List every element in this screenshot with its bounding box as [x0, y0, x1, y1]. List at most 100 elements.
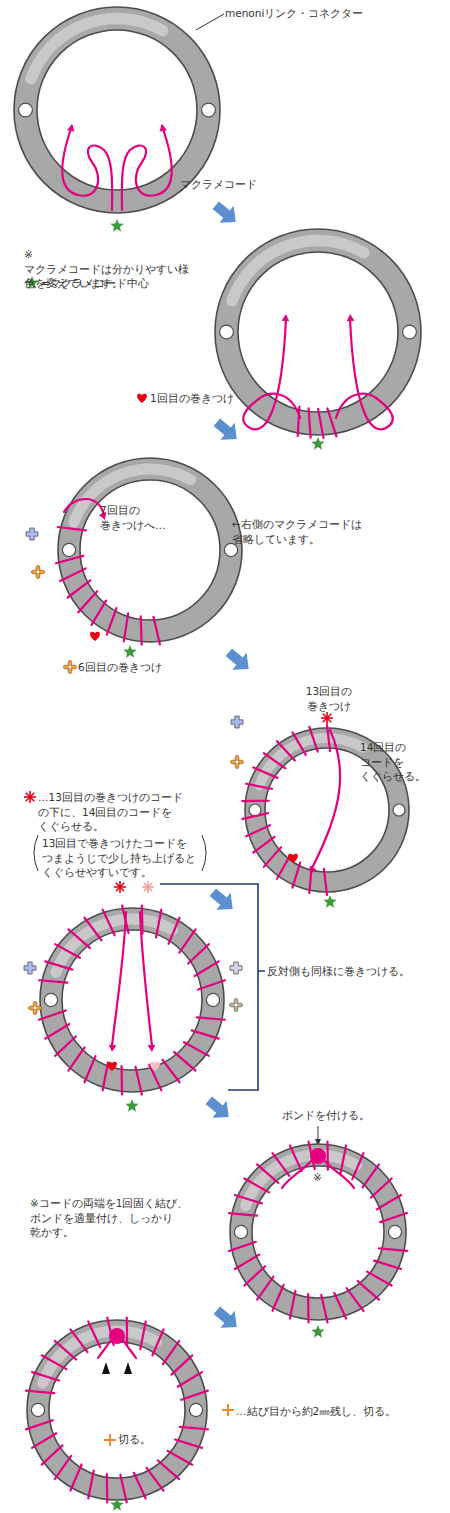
- ring-hole: [44, 993, 57, 1006]
- cord-wrap: [85, 1056, 96, 1082]
- cord-wrap: [195, 961, 219, 976]
- asterisk-mark: [26, 793, 34, 801]
- leader-line: [196, 14, 224, 30]
- heart-mark: [107, 1062, 117, 1071]
- connector-ring: [230, 1144, 406, 1320]
- cord-wrap: [71, 1465, 82, 1491]
- heart-mark: [137, 394, 147, 403]
- cord-wrap: [174, 1052, 195, 1071]
- ring-hole: [403, 325, 417, 339]
- step-arrow: [213, 201, 236, 222]
- ring-hole: [62, 543, 75, 556]
- ring-highlight: [31, 19, 163, 79]
- cord-wrap: [371, 1179, 392, 1198]
- macrame-cord: [336, 318, 393, 429]
- callout-mark: ※: [313, 1170, 322, 1185]
- arrowhead: [309, 866, 316, 874]
- cord-wrap: [55, 944, 80, 958]
- flower-center: [236, 761, 239, 764]
- asterisk-mark: [116, 883, 124, 891]
- cord-wrap: [180, 1427, 208, 1430]
- cord-wrap: [88, 1471, 93, 1499]
- step-arrow: [226, 648, 249, 669]
- cord-wrap: [56, 556, 83, 563]
- cord-wrap: [341, 1145, 347, 1173]
- cord-wrap: [55, 1341, 76, 1360]
- cord-wrap: [253, 768, 277, 778]
- cord-wrap: [229, 1242, 256, 1251]
- part-name: menoniリンク・コネクター: [225, 6, 363, 21]
- cord-wrap: [26, 1391, 54, 1394]
- center-star: [125, 1099, 138, 1112]
- cord-wrap: [156, 910, 161, 938]
- center-star: [311, 1325, 324, 1338]
- ring-hole: [202, 103, 216, 117]
- cord-wrap: [39, 1010, 66, 1019]
- cord-wrap: [367, 1272, 392, 1286]
- connector-ring: [58, 458, 242, 642]
- cord-wrap: [246, 784, 272, 789]
- macrame-cord: [312, 730, 340, 868]
- ring-hole: [206, 993, 219, 1006]
- cord-wrap: [197, 1017, 225, 1019]
- part-name: マクラメコード: [180, 177, 257, 192]
- ring-hole: [220, 325, 234, 339]
- cord-wrap: [264, 753, 285, 768]
- cord-wrap: [352, 1153, 363, 1179]
- arrowhead: [148, 1045, 156, 1052]
- cord-wrap: [39, 980, 67, 982]
- cord-wrap: [136, 1067, 142, 1095]
- step-label: 6回目の巻きつけ: [78, 660, 162, 675]
- step-label: 1回目の巻きつけ: [150, 391, 234, 406]
- cord-wrap: [124, 613, 128, 641]
- cord-wrap: [235, 1195, 262, 1203]
- arrowhead: [347, 314, 355, 321]
- step-label: 切る。: [118, 1432, 151, 1447]
- cut-mark: [222, 1404, 234, 1416]
- step-label: 13回目の 巻きつけ: [298, 684, 360, 713]
- connector-ring: [215, 229, 421, 435]
- connector-ring: [40, 908, 224, 1092]
- cord-wrap: [307, 1294, 310, 1322]
- macrame-cord: [243, 318, 300, 429]
- cord-wrap: [154, 617, 160, 645]
- cord-wrap: [324, 869, 327, 895]
- cord-wrap: [277, 856, 290, 879]
- cord-wrap: [264, 847, 281, 867]
- leader-arrow: [318, 1126, 319, 1140]
- heart-mark: [288, 854, 298, 863]
- cord-wrap: [374, 1261, 401, 1269]
- cord-wrap: [45, 1024, 69, 1039]
- step-arrow: [206, 1096, 229, 1117]
- cord-wrap: [318, 409, 324, 438]
- heart-mark: [90, 632, 100, 641]
- macrame-cord: [140, 912, 152, 1046]
- asterisk-mark: [323, 714, 331, 722]
- cord-wrap: [55, 1456, 71, 1479]
- cord-wrap: [78, 591, 97, 612]
- cord-wrap: [103, 1063, 108, 1091]
- ring-hole: [234, 1225, 247, 1238]
- center-star: [110, 1498, 123, 1511]
- cord-wrap: [45, 961, 72, 969]
- heart-mark: [150, 1062, 160, 1071]
- step-arrow: [214, 418, 237, 439]
- cord-wrap: [71, 1329, 88, 1352]
- cord-wrap: [158, 1461, 179, 1480]
- step-arrow: [214, 1306, 237, 1327]
- flower-center: [69, 666, 72, 669]
- cord-wrap: [68, 1047, 84, 1070]
- ring-hole: [189, 1403, 202, 1416]
- cord-wrap: [379, 1248, 407, 1251]
- center-star: [323, 895, 336, 908]
- cord-wrap: [103, 910, 115, 936]
- cord-wrap: [257, 1164, 278, 1183]
- cord-wrap: [179, 929, 195, 952]
- center-star: [123, 645, 136, 658]
- arrowhead: [159, 124, 167, 132]
- note: ※コードの両端を1回固く結び、 ボンドを適量付け、しっかり 乾かす。: [30, 1196, 192, 1240]
- macrame-cord: [123, 1340, 136, 1358]
- ring-hole: [393, 804, 405, 816]
- cord-wrap: [188, 944, 209, 963]
- cord-wrap: [277, 741, 295, 760]
